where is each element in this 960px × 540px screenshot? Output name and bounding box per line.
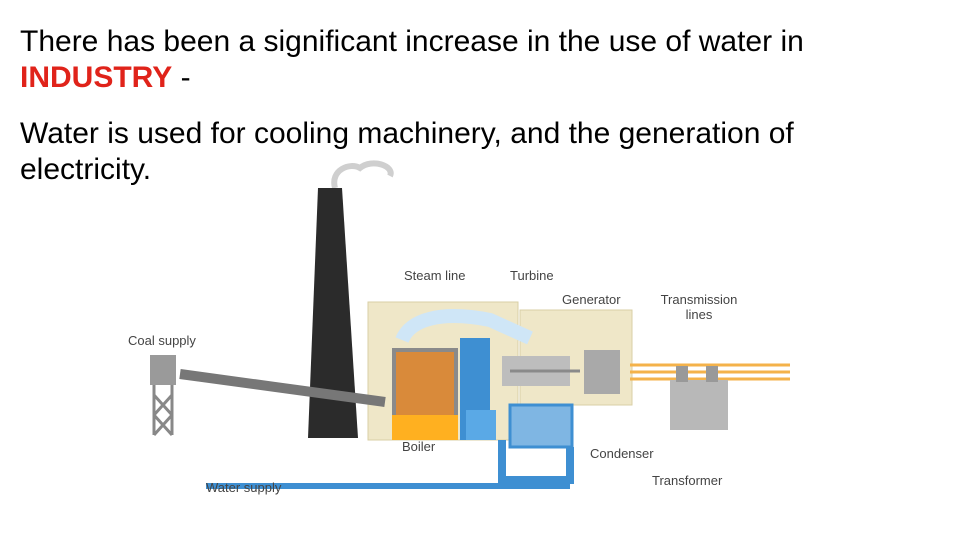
power-plant-illustration xyxy=(150,160,790,489)
transmission-lines-label: Transmission lines xyxy=(660,292,738,322)
headline-text: There has been a significant increase in… xyxy=(20,25,804,58)
generator-body xyxy=(584,350,620,394)
generator-label: Generator xyxy=(562,292,621,307)
boiler-tubes xyxy=(396,352,454,420)
body-paragraph: Water is used for cooling machinery, and… xyxy=(20,117,794,186)
coal-conveyor xyxy=(179,369,386,407)
slide-text: There has been a significant increase in… xyxy=(20,24,920,188)
industry-highlight: INDUSTRY xyxy=(20,61,173,94)
headline-paragraph: There has been a significant increase in… xyxy=(20,24,920,96)
headline-dash: - xyxy=(172,61,191,94)
steam-line-pipe xyxy=(395,309,533,345)
smoke-plume xyxy=(331,160,394,189)
boiler-fire xyxy=(392,415,458,440)
insulator-right xyxy=(706,366,718,382)
boiler-label: Boiler xyxy=(402,439,436,454)
steam-line-label: Steam line xyxy=(404,268,466,283)
transformer-body xyxy=(670,380,728,430)
coal-supply-label: Coal supply xyxy=(128,333,196,348)
condenser-body xyxy=(508,403,574,449)
pump xyxy=(466,410,496,440)
chimney xyxy=(308,188,358,438)
transformer-label: Transformer xyxy=(652,473,723,488)
coal-hopper xyxy=(150,355,176,385)
water-supply-label: Water supply xyxy=(206,480,282,495)
condenser-label: Condenser xyxy=(590,446,654,461)
cooling-water-pipe xyxy=(498,440,574,484)
insulator-left xyxy=(676,366,688,382)
coal-tower xyxy=(152,385,174,437)
power-plant-diagram: Coal supply Steam line Turbine Generator… xyxy=(110,160,790,510)
turbine-label: Turbine xyxy=(510,268,554,283)
